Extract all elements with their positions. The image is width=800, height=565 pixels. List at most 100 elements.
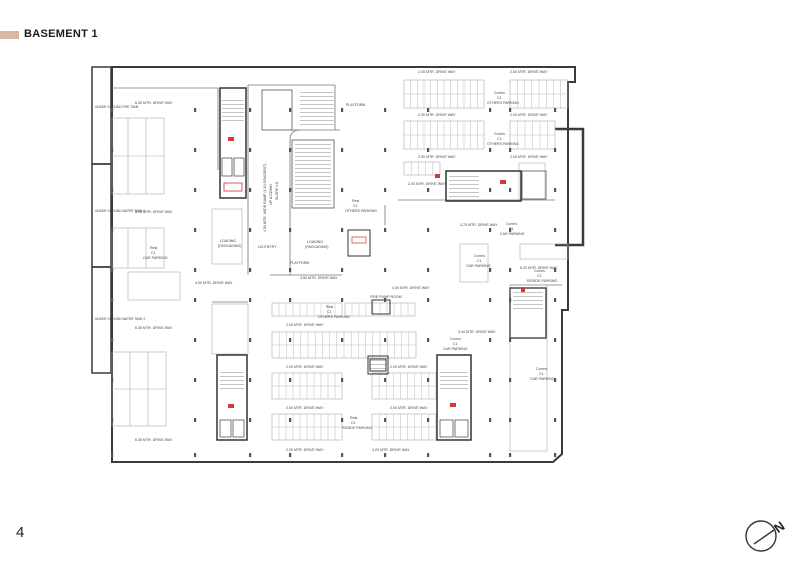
label-comm-others-a: Comm. — [494, 91, 506, 95]
structural-column — [384, 148, 387, 152]
structural-column — [194, 338, 197, 342]
structural-column — [427, 418, 430, 422]
structural-column — [427, 453, 430, 457]
label-comm-res-e: Comm. — [534, 269, 546, 273]
structural-column — [289, 453, 292, 457]
structural-column — [249, 108, 252, 112]
label-res-reside: Resi. — [350, 416, 358, 420]
structural-column — [554, 188, 557, 192]
structural-column — [341, 453, 344, 457]
structural-column — [427, 338, 430, 342]
tank-walls — [91, 66, 112, 374]
label-drive-200-i: 2.00 MTR. DRIVE WAY — [286, 365, 324, 369]
structural-column — [194, 418, 197, 422]
structural-column — [489, 298, 492, 302]
structural-column — [111, 148, 114, 152]
structural-column — [509, 188, 512, 192]
label-res-others-b3: OTHERS PARKING — [318, 315, 350, 319]
structural-column — [341, 298, 344, 302]
structural-column — [194, 453, 197, 457]
parking-rows-upper-right — [403, 79, 569, 452]
stair-core-5 — [509, 287, 547, 339]
label-drive-200-e: 2.00 MTR. DRIVE WAY — [418, 155, 456, 159]
structural-column — [509, 338, 512, 342]
label-comm-car-a2: C1 — [509, 227, 514, 231]
label-drive-635-mid: 6.35 MTR. DRIVE WAY — [135, 210, 173, 214]
structural-column — [427, 108, 430, 112]
structural-column — [111, 188, 114, 192]
parking-blocks-left — [111, 117, 249, 427]
label-drive-620: 6.20 MTR. DRIVE WAY — [520, 266, 558, 270]
structural-column — [509, 108, 512, 112]
structural-column — [289, 188, 292, 192]
structural-column — [111, 418, 114, 422]
structural-column — [489, 268, 492, 272]
structural-column — [289, 148, 292, 152]
label-drive-200-c: 2.00 MTR. DRIVE WAY — [418, 113, 456, 117]
structural-column — [194, 108, 197, 112]
label-drive-200-j: 2.00 MTR. DRIVE WAY — [390, 365, 428, 369]
structural-column — [194, 148, 197, 152]
structural-column — [384, 268, 387, 272]
label-drive-200-l: 2.00 MTR. DRIVE WAY — [390, 406, 428, 410]
structural-column — [111, 228, 114, 232]
structural-column — [489, 378, 492, 382]
structural-column — [489, 418, 492, 422]
label-comm-car-b3: CAR PARKING — [466, 264, 491, 268]
structural-column — [554, 338, 557, 342]
label-drive-200-b: 2.00 MTR. DRIVE WAY — [510, 70, 548, 74]
label-comm-car-d3: CAR PARKING — [530, 377, 555, 381]
label-res-reside2: C1 — [351, 421, 356, 425]
label-drive-200-h: 2.00 MTR. DRIVE WAY — [286, 323, 324, 327]
structural-column — [289, 298, 292, 302]
label-platform-2: PLATFORM — [290, 261, 309, 265]
label-res-reside3: RESIDE PARKING — [342, 426, 372, 430]
structural-column — [427, 228, 430, 232]
structural-column — [509, 268, 512, 272]
structural-column — [341, 268, 344, 272]
structural-column — [341, 418, 344, 422]
label-drive-420: 4.20 MTR. DRIVE WAY — [372, 448, 410, 452]
structural-column — [554, 453, 557, 457]
structural-column — [384, 453, 387, 457]
structural-column — [111, 108, 114, 112]
structural-column — [427, 378, 430, 382]
label-ramp-slope: SLOPE 1:8 — [275, 182, 279, 200]
stair-core-1 — [219, 87, 247, 199]
structural-column — [489, 148, 492, 152]
structural-column — [111, 268, 114, 272]
label-drive-200-g: 2.00 MTR. DRIVE WAY — [408, 182, 446, 186]
structural-column — [509, 298, 512, 302]
label-drive-400-top: 4.00 MTR. DRIVE WAY — [195, 281, 233, 285]
structural-column — [341, 338, 344, 342]
label-comm-others-b: Comm. — [494, 132, 506, 136]
structural-column — [509, 228, 512, 232]
structural-column — [194, 298, 197, 302]
label-res-others-b2: C1 — [327, 310, 332, 314]
label-comm-res-e2: C1 — [537, 274, 542, 278]
label-drive-200-k: 2.00 MTR. DRIVE WAY — [286, 406, 324, 410]
label-drive-344: 3.44 MTR. DRIVE WAY — [458, 330, 496, 334]
label-drive-370: 3.70 MTR. DRIVE WAY — [460, 223, 498, 227]
label-res-others-b: Resi. — [326, 305, 334, 309]
label-drive-635-low: 6.35 MTR. DRIVE WAY — [135, 326, 173, 330]
structural-column — [384, 298, 387, 302]
north-arrow-letter: N — [771, 518, 787, 536]
label-drive-200-d: 2.00 MTR. DRIVE WAY — [510, 113, 548, 117]
structural-column — [509, 378, 512, 382]
page-number: 4 — [16, 524, 25, 541]
label-tank-2: UNDER GROUND WATER TANK 1 — [95, 209, 145, 213]
structural-column — [384, 188, 387, 192]
label-res-others-a2: C1 — [353, 204, 358, 208]
outer-walls — [111, 66, 585, 463]
structural-column — [384, 418, 387, 422]
label-drive-200-f: 2.00 MTR. DRIVE WAY — [510, 155, 548, 159]
label-comm-others-b2: C1 — [497, 137, 502, 141]
label-comm-car-a: Comm. — [506, 222, 518, 226]
structural-column — [554, 268, 557, 272]
structural-column — [194, 228, 197, 232]
north-arrow-circle — [745, 520, 777, 552]
structural-column — [489, 453, 492, 457]
label-ramp: 4.50 MTR. WIDE RAMP (1:10 GRADIENT) — [263, 164, 267, 232]
label-comm-others-b3: OTHERS PARKING — [487, 142, 519, 146]
